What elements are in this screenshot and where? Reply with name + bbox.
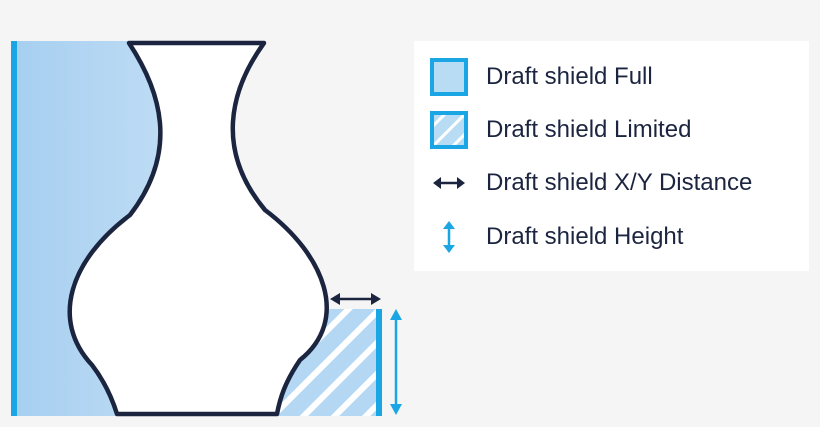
legend: Draft shield Full Draft shield Limited: [414, 41, 809, 271]
vertical-double-arrow-icon: [430, 218, 468, 256]
height-arrow-icon: [390, 309, 402, 415]
solid-fill-swatch-icon: [430, 58, 468, 96]
legend-label-height: Draft shield Height: [486, 223, 684, 250]
draft-shield-limited-wall: [376, 309, 382, 416]
hatched-swatch-icon: [430, 111, 468, 149]
draft-shield-full-wall: [11, 41, 17, 416]
vase-outline: [67, 40, 329, 417]
legend-item-limited: Draft shield Limited: [430, 110, 691, 150]
horizontal-double-arrow-icon: [430, 164, 468, 202]
legend-item-full: Draft shield Full: [430, 57, 653, 97]
xy-distance-arrow-icon: [330, 293, 381, 305]
legend-item-height: Draft shield Height: [430, 217, 683, 257]
legend-label-xy-distance: Draft shield X/Y Distance: [486, 169, 753, 196]
legend-label-limited: Draft shield Limited: [486, 116, 692, 143]
legend-label-full: Draft shield Full: [486, 63, 653, 90]
legend-item-xy-distance: Draft shield X/Y Distance: [430, 163, 752, 203]
